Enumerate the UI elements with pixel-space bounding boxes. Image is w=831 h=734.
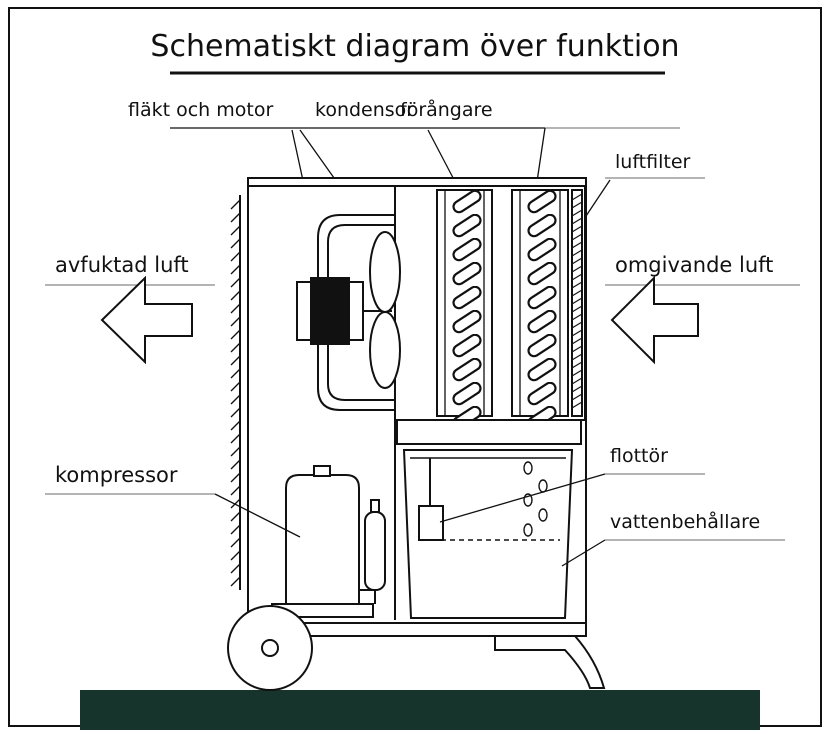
label-evaporator: förångare [400, 98, 493, 121]
label-air-filter: luftfilter [615, 151, 691, 173]
float-leader [439, 473, 606, 523]
compressor [271, 465, 386, 618]
fan-blade-icon [369, 311, 401, 389]
wheel-icon [227, 605, 313, 691]
label-fan-motor: fläkt och motor [128, 99, 273, 121]
air-filter [571, 189, 583, 417]
label-float: flottör [610, 445, 668, 467]
wall-hatching [230, 199, 241, 587]
float [418, 458, 444, 541]
label-dehumidified-air: avfuktad luft [55, 253, 189, 277]
evaporator-coil [511, 189, 569, 432]
inlet-arrow-icon [610, 275, 699, 365]
compressor-leader [214, 493, 301, 538]
water-tank [402, 449, 574, 619]
label-condenser: kondensor [315, 99, 414, 121]
diagram-title: Schematiskt diagram över funktion [150, 29, 679, 64]
floor-slab [80, 690, 760, 730]
water-drop-icons [523, 461, 548, 537]
drip-tray [396, 419, 582, 445]
label-ambient-air: omgivande luft [615, 253, 773, 277]
label-compressor: kompressor [55, 463, 178, 487]
condenser-coil [436, 189, 493, 432]
label-water-tank: vattenbehållare [610, 510, 760, 533]
support-foot [494, 635, 606, 689]
outlet-arrow-icon [100, 275, 193, 365]
fan-motor [296, 214, 401, 411]
fan-blade-icon [369, 231, 401, 313]
water-tank-leader [561, 539, 606, 567]
